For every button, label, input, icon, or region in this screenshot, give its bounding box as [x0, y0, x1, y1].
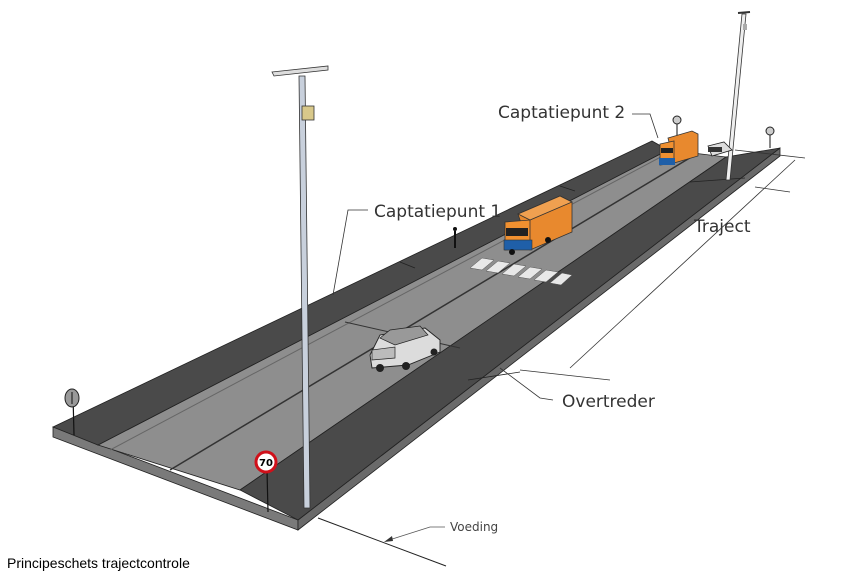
offender-label: Overtreder [562, 392, 655, 412]
truck-far [659, 130, 699, 166]
speed-limit-sign: 70 [254, 450, 278, 513]
power-cable [317, 517, 447, 567]
crosswalk [469, 257, 573, 286]
lane-line-center [169, 152, 699, 471]
lane-line-left [109, 150, 673, 451]
caption: Principeschets trajectcontrole [7, 555, 190, 571]
right-sidewalk [239, 147, 781, 521]
camera-icon [301, 105, 315, 121]
sign-left-near [64, 388, 80, 436]
offender-leader [499, 367, 554, 401]
power-supply-label: Voeding [450, 520, 499, 534]
camera-pole-far [725, 11, 751, 181]
capture-point-2-label: Captatiepunt 2 [498, 103, 626, 123]
sidewalk-joints [399, 177, 746, 381]
sign-far-right [765, 126, 775, 148]
truck-near [503, 195, 573, 255]
capture-point-2-leader [632, 113, 659, 139]
offender-car [369, 325, 441, 372]
arrow-head [384, 536, 393, 542]
pedestrian [453, 227, 457, 248]
speed-limit-value: 70 [259, 458, 273, 469]
capture-point-1-leader [332, 209, 368, 296]
car-far [707, 141, 733, 157]
camera-pole-near [271, 65, 329, 509]
capture-point-1-label: Captatiepunt 1 [374, 202, 502, 222]
section-label: Traject [694, 217, 751, 237]
traject-dimension-line [519, 149, 806, 381]
power-supply-leader [385, 526, 445, 542]
